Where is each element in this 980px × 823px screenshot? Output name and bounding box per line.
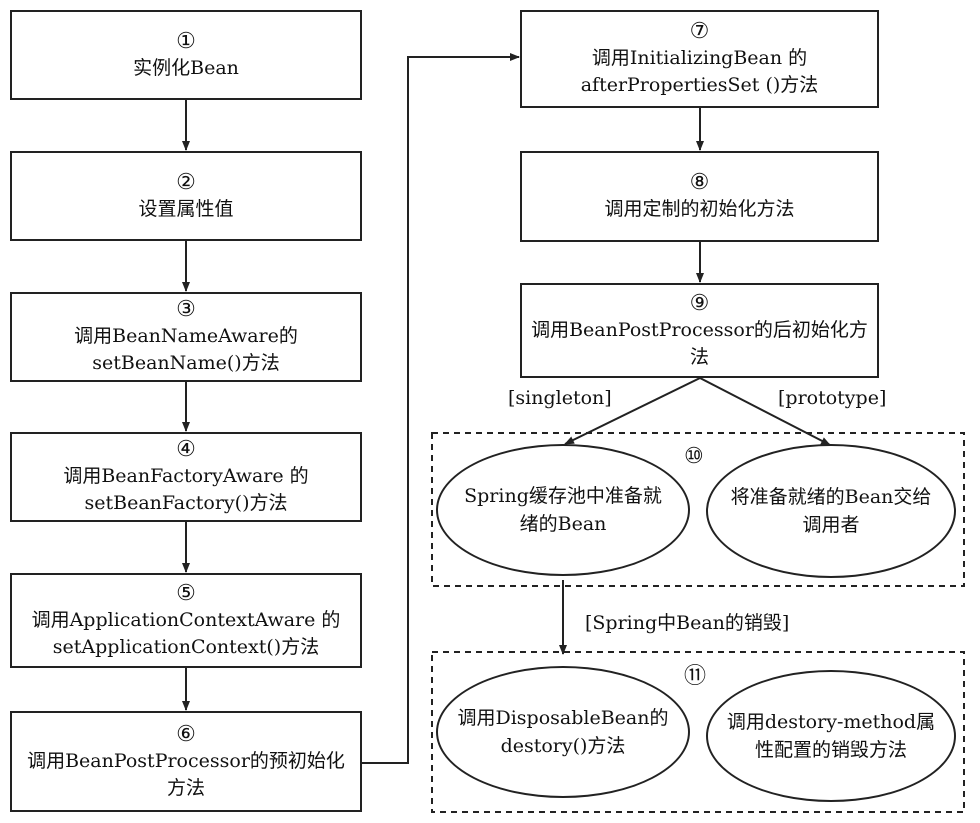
step-9-number: ⑨ bbox=[689, 290, 710, 316]
step-9-label: 调用BeanPostProcessor的后初始化方法 bbox=[531, 318, 868, 368]
step-1-number: ① bbox=[176, 28, 196, 54]
step-7-label: 调用InitializingBean 的 afterPropertiesSet … bbox=[580, 47, 819, 96]
group-11-number: ⑪ bbox=[684, 664, 707, 689]
prototype-ellipse-label: 将准备就绪的Bean交给调用者 bbox=[730, 486, 932, 536]
arrow-6-7 bbox=[362, 53, 520, 764]
step-7-box: ⑦ 调用InitializingBean 的 afterPropertiesSe… bbox=[520, 10, 879, 108]
step-3-number: ③ bbox=[176, 297, 196, 322]
step-9-box: ⑨ 调用BeanPostProcessor的后初始化方法 bbox=[520, 283, 879, 378]
step-2-number: ② bbox=[176, 169, 196, 195]
step-6-label: 调用BeanPostProcessor的预初始化方法 bbox=[27, 749, 345, 799]
step-7-number: ⑦ bbox=[689, 19, 710, 44]
destroy-method-ellipse-label: 调用destory-method属性配置的销毁方法 bbox=[726, 711, 936, 761]
step-8-label: 调用定制的初始化方法 bbox=[604, 198, 795, 220]
group-11-frame bbox=[431, 651, 965, 813]
step-5-box: ⑤ 调用ApplicationContextAware 的 setApplica… bbox=[10, 573, 362, 668]
step-6-box: ⑥ 调用BeanPostProcessor的预初始化方法 bbox=[10, 711, 362, 812]
step-5-number: ⑤ bbox=[176, 580, 196, 606]
singleton-ellipse-label: Spring缓存池中准备就绪的Bean bbox=[464, 485, 662, 535]
step-3-box: ③ 调用BeanNameAware的 setBeanName()方法 bbox=[10, 292, 362, 382]
step-1-box: ① 实例化Bean bbox=[10, 10, 362, 100]
step-4-box: ④ 调用BeanFactoryAware 的 setBeanFactory()方… bbox=[10, 432, 362, 522]
step-2-label: 设置属性值 bbox=[138, 197, 234, 220]
step-1-label: 实例化Bean bbox=[133, 56, 239, 79]
disposable-bean-ellipse: 调用DisposableBean的destory()方法 bbox=[436, 666, 690, 798]
step-2-box: ② 设置属性值 bbox=[10, 151, 362, 241]
step-6-number: ⑥ bbox=[176, 721, 196, 747]
disposable-bean-ellipse-label: 调用DisposableBean的destory()方法 bbox=[457, 707, 669, 757]
step-8-number: ⑧ bbox=[689, 170, 710, 195]
destroy-method-ellipse: 调用destory-method属性配置的销毁方法 bbox=[706, 670, 956, 802]
singleton-ellipse: Spring缓存池中准备就绪的Bean bbox=[436, 444, 690, 576]
step-5-label: 调用ApplicationContextAware 的 setApplicati… bbox=[31, 608, 341, 658]
branch-destroy-label: [Spring中Bean的销毁] bbox=[585, 612, 790, 634]
step-4-number: ④ bbox=[176, 437, 196, 462]
branch-singleton-label: [singleton] bbox=[508, 387, 612, 409]
group-10-frame bbox=[431, 432, 965, 587]
group-10-number: ⑩ bbox=[684, 444, 704, 469]
step-8-box: ⑧ 调用定制的初始化方法 bbox=[520, 151, 879, 242]
branch-prototype-label: [prototype] bbox=[778, 387, 887, 409]
prototype-ellipse: 将准备就绪的Bean交给调用者 bbox=[706, 444, 956, 578]
step-4-label: 调用BeanFactoryAware 的 setBeanFactory()方法 bbox=[63, 465, 309, 514]
step-3-label: 调用BeanNameAware的 setBeanName()方法 bbox=[74, 325, 298, 374]
